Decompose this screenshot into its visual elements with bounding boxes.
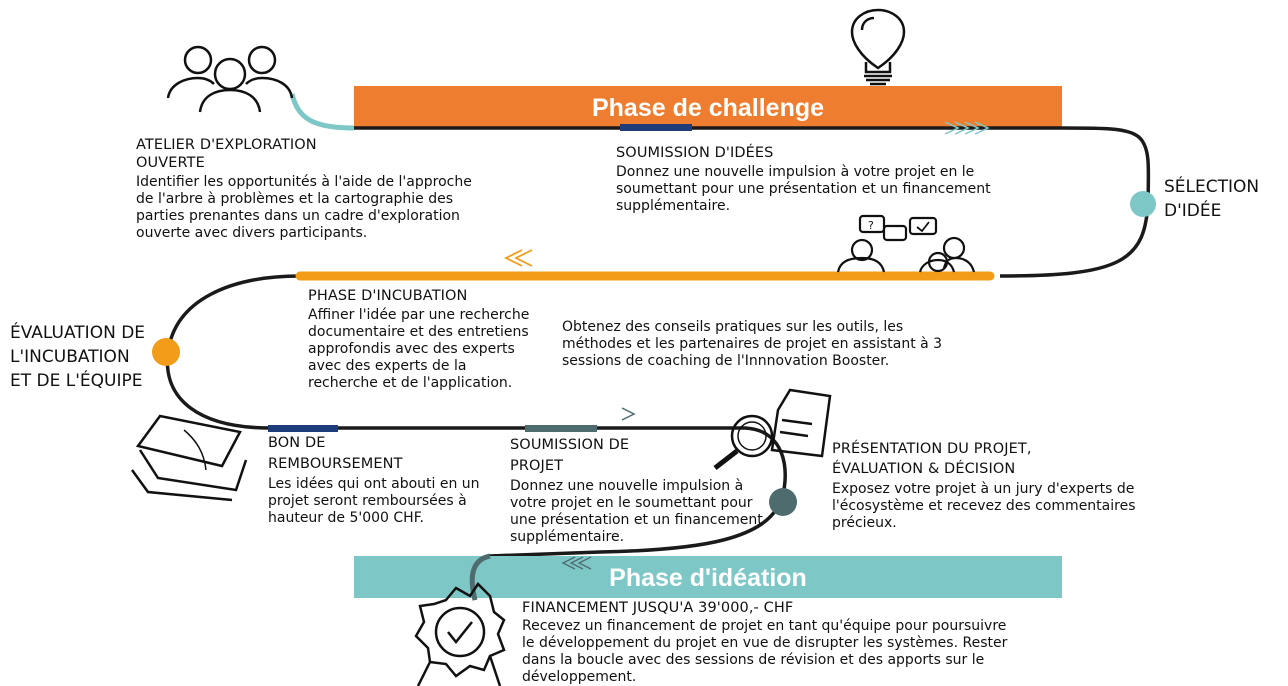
atelier-body-line: Identifier les opportunités à l'aide de … xyxy=(136,174,472,190)
soumission-marker xyxy=(620,124,692,131)
incubation-body-line: Affiner l'idée par une recherche xyxy=(308,307,530,323)
remboursement-body-line: Les idées qui ont abouti en un xyxy=(268,476,480,492)
financement-body-line: le développement du projet en vue de dis… xyxy=(522,635,1008,651)
incubation-body-line: approfondis avec des experts xyxy=(308,341,515,357)
evaluation-node xyxy=(152,338,180,366)
soumission-projet-body-line: une présentation et un financement xyxy=(510,512,763,528)
presentation-body-line: Exposez votre projet à un jury d'experts… xyxy=(832,481,1135,497)
backward-chevrons-icon xyxy=(503,249,533,267)
money-bills-icon xyxy=(130,414,248,502)
financement-body-line: dans la boucle avec des sessions de révi… xyxy=(522,652,985,668)
projet-marker xyxy=(525,425,597,432)
soumission-idees-body-line: soumettant pour une présentation et un f… xyxy=(616,181,991,197)
presentation-body-line: précieux. xyxy=(832,515,897,531)
ideation-curve xyxy=(469,553,491,601)
incubation-body-line: documentaire et des entretiens xyxy=(308,324,529,340)
svg-text:?: ? xyxy=(868,219,874,232)
evaluation-label-line1: ÉVALUATION DE xyxy=(10,323,146,343)
incubation-body-line: recherche et de l'application. xyxy=(308,375,513,391)
atelier-body-line: parties prenantes dans un cadre d'explor… xyxy=(136,208,460,224)
document-magnifier-icon xyxy=(713,388,832,470)
financement-body-line: développement. xyxy=(522,669,637,685)
atelier-title-line2: OUVERTE xyxy=(136,155,205,171)
remboursement-title-line2: REMBOURSEMENT xyxy=(268,456,403,472)
soumission-idees-body-line: supplémentaire. xyxy=(616,198,731,214)
selection-label-line2: D'IDÉE xyxy=(1164,201,1222,221)
financement-body-line: Recevez un financement de projet en tant… xyxy=(522,618,1007,634)
atelier-title-line1: ATELIER D'EXPLORATION xyxy=(136,137,317,153)
soumission-projet-title-line2: PROJET xyxy=(510,458,564,474)
discussion-icon: ? xyxy=(836,214,976,273)
presentation-node xyxy=(769,488,797,516)
remboursement-body-line: projet seront remboursées à xyxy=(268,493,467,509)
ideation-band-label: Phase d'idéation xyxy=(609,564,807,592)
award-ribbon-icon xyxy=(414,582,506,686)
start-curve xyxy=(289,93,355,131)
challenge-band-label: Phase de challenge xyxy=(591,94,825,122)
atelier-body-line: de l'arbre à problèmes et la cartographi… xyxy=(136,191,454,207)
soumission-projet-title-line1: SOUMISSION DE xyxy=(510,437,630,453)
incubation-body-line: avec des experts de la xyxy=(308,358,467,374)
evaluation-label-line3: ET DE L'ÉQUIPE xyxy=(10,371,143,391)
soumission-idees-body-line: Donnez une nouvelle impulsion à votre pr… xyxy=(616,164,975,180)
presentation-body-line: l'écosystème et recevez des commentaires xyxy=(832,498,1136,514)
atelier-body-line: ouverte avec divers participants. xyxy=(136,225,368,241)
selection-node xyxy=(1130,191,1156,217)
soumission-projet-body-line: Donnez une nouvelle impulsion à xyxy=(510,478,744,494)
financement-title: FINANCEMENT JUSQU'A 39'000,- CHF xyxy=(522,600,794,616)
remboursement-title-line1: BON DE xyxy=(268,435,326,451)
presentation-title-line1: PRÉSENTATION DU PROJET, xyxy=(832,441,1032,457)
small-chevron-icon xyxy=(621,407,636,421)
incubation-title: PHASE D'INCUBATION xyxy=(308,288,468,304)
coaching-body-line: méthodes et les partenaires de projet en… xyxy=(562,336,943,352)
lightbulb-icon xyxy=(850,8,906,86)
soumission-projet-body-line: votre projet en le soumettant pour xyxy=(510,495,753,511)
soumission-idees-title: SOUMISSION D'IDÉES xyxy=(616,145,774,161)
selection-label-line1: SÉLECTION xyxy=(1164,177,1260,197)
soumission-projet-body-line: supplémentaire. xyxy=(510,529,625,545)
coaching-body-line: sessions de coaching de l'Innnovation Bo… xyxy=(562,353,890,369)
presentation-title-line2: ÉVALUATION & DÉCISION xyxy=(832,461,1016,477)
evaluation-label-line2: L'INCUBATION xyxy=(10,347,130,367)
remboursement-body-line: hauteur de 5'000 CHF. xyxy=(268,510,424,526)
forward-chevrons-icon xyxy=(944,121,990,135)
ideation-chevrons-icon xyxy=(561,556,592,570)
people-group-icon xyxy=(166,45,294,113)
challenge-band xyxy=(354,86,1062,128)
coaching-body-line: Obtenez des conseils pratiques sur les o… xyxy=(562,319,904,335)
remboursement-marker xyxy=(268,425,338,432)
